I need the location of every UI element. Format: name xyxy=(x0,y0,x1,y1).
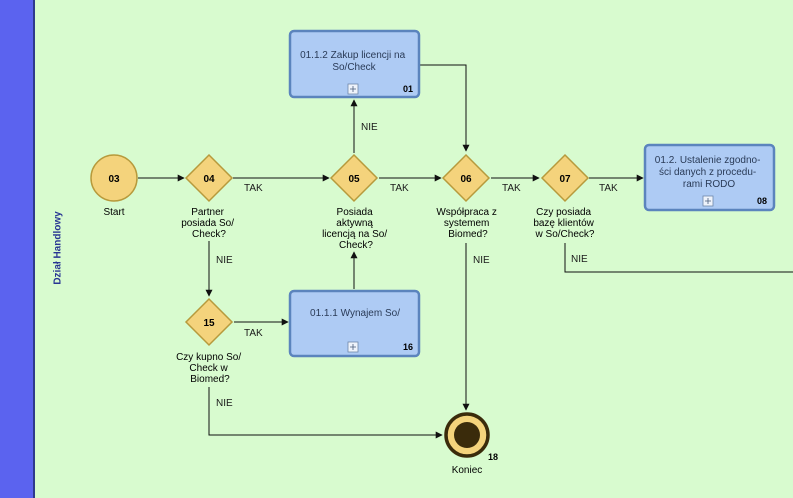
end-event-label: Koniec xyxy=(452,465,483,476)
flow-label-nie: NIE xyxy=(216,255,233,266)
task-label: 01.1.2 Zakup licencji na So/Check xyxy=(300,50,408,73)
flow-label-tak: TAK xyxy=(244,328,263,339)
end-event-id: 18 xyxy=(488,452,498,462)
flow-label-nie: NIE xyxy=(571,254,588,265)
gateway-id: 06 xyxy=(460,174,472,185)
flow-07-nie xyxy=(564,243,793,273)
flow-label-tak: TAK xyxy=(502,183,521,194)
plus-icon xyxy=(705,198,711,204)
gateway-id: 07 xyxy=(559,174,571,185)
flow-01-to-06 xyxy=(420,64,470,152)
end-event[interactable]: 18 Koniec xyxy=(444,412,498,476)
gateway-id: 05 xyxy=(348,174,360,185)
gateway-04[interactable]: 04 Partner posiada So/ Check? xyxy=(181,153,237,240)
swimlane-header xyxy=(0,0,33,498)
gateway-label: Współpraca z systemem Biomed? xyxy=(436,207,499,240)
flow-label-nie: NIE xyxy=(361,122,378,133)
start-event-id: 03 xyxy=(108,174,120,185)
gateway-id: 04 xyxy=(203,174,215,185)
task-id: 16 xyxy=(403,342,413,352)
task-id: 01 xyxy=(403,84,413,94)
plus-icon xyxy=(350,86,356,92)
task-id: 08 xyxy=(757,196,767,206)
start-event[interactable]: 03 Start xyxy=(90,154,138,218)
task-label: 01.2. Ustalenie zgodno- ści danych z pro… xyxy=(655,155,763,190)
flow-label-tak: TAK xyxy=(599,183,618,194)
gateway-id: 15 xyxy=(203,318,215,329)
plus-icon xyxy=(350,344,356,350)
start-event-label: Start xyxy=(103,207,124,218)
flow-label-nie: NIE xyxy=(216,398,233,409)
gateway-06[interactable]: 06 Współpraca z systemem Biomed? xyxy=(436,153,499,240)
gateway-label: Czy posiada bazę klientów w So/Check? xyxy=(533,207,596,240)
gateway-label: Posiada aktywną licencją na So/ Check? xyxy=(322,207,390,251)
gateway-label: Czy kupno So/ Check w Biomed? xyxy=(176,352,244,385)
task-08-ustalenie-zgodnosci[interactable]: 01.2. Ustalenie zgodno- ści danych z pro… xyxy=(643,143,776,212)
task-01-zakup-licencji[interactable]: 01.1.2 Zakup licencji na So/Check 01 xyxy=(288,29,421,99)
flow-label-nie: NIE xyxy=(473,255,490,266)
flow-label-tak: TAK xyxy=(390,183,409,194)
swimlane-divider xyxy=(33,0,35,498)
task-16-wynajem[interactable]: 01.1.1 Wynajem So/ 16 xyxy=(288,289,421,358)
gateway-label: Partner posiada So/ Check? xyxy=(181,207,237,240)
task-label: 01.1.1 Wynajem So/ xyxy=(310,308,400,319)
gateway-07[interactable]: 07 Czy posiada bazę klientów w So/Check? xyxy=(533,153,596,240)
flow-15-to-18 xyxy=(208,387,443,439)
gateway-05[interactable]: 05 Posiada aktywną licencją na So/ Check… xyxy=(322,153,390,251)
gateway-15[interactable]: 15 Czy kupno So/ Check w Biomed? xyxy=(176,297,244,385)
flow-label-tak: TAK xyxy=(244,183,263,194)
